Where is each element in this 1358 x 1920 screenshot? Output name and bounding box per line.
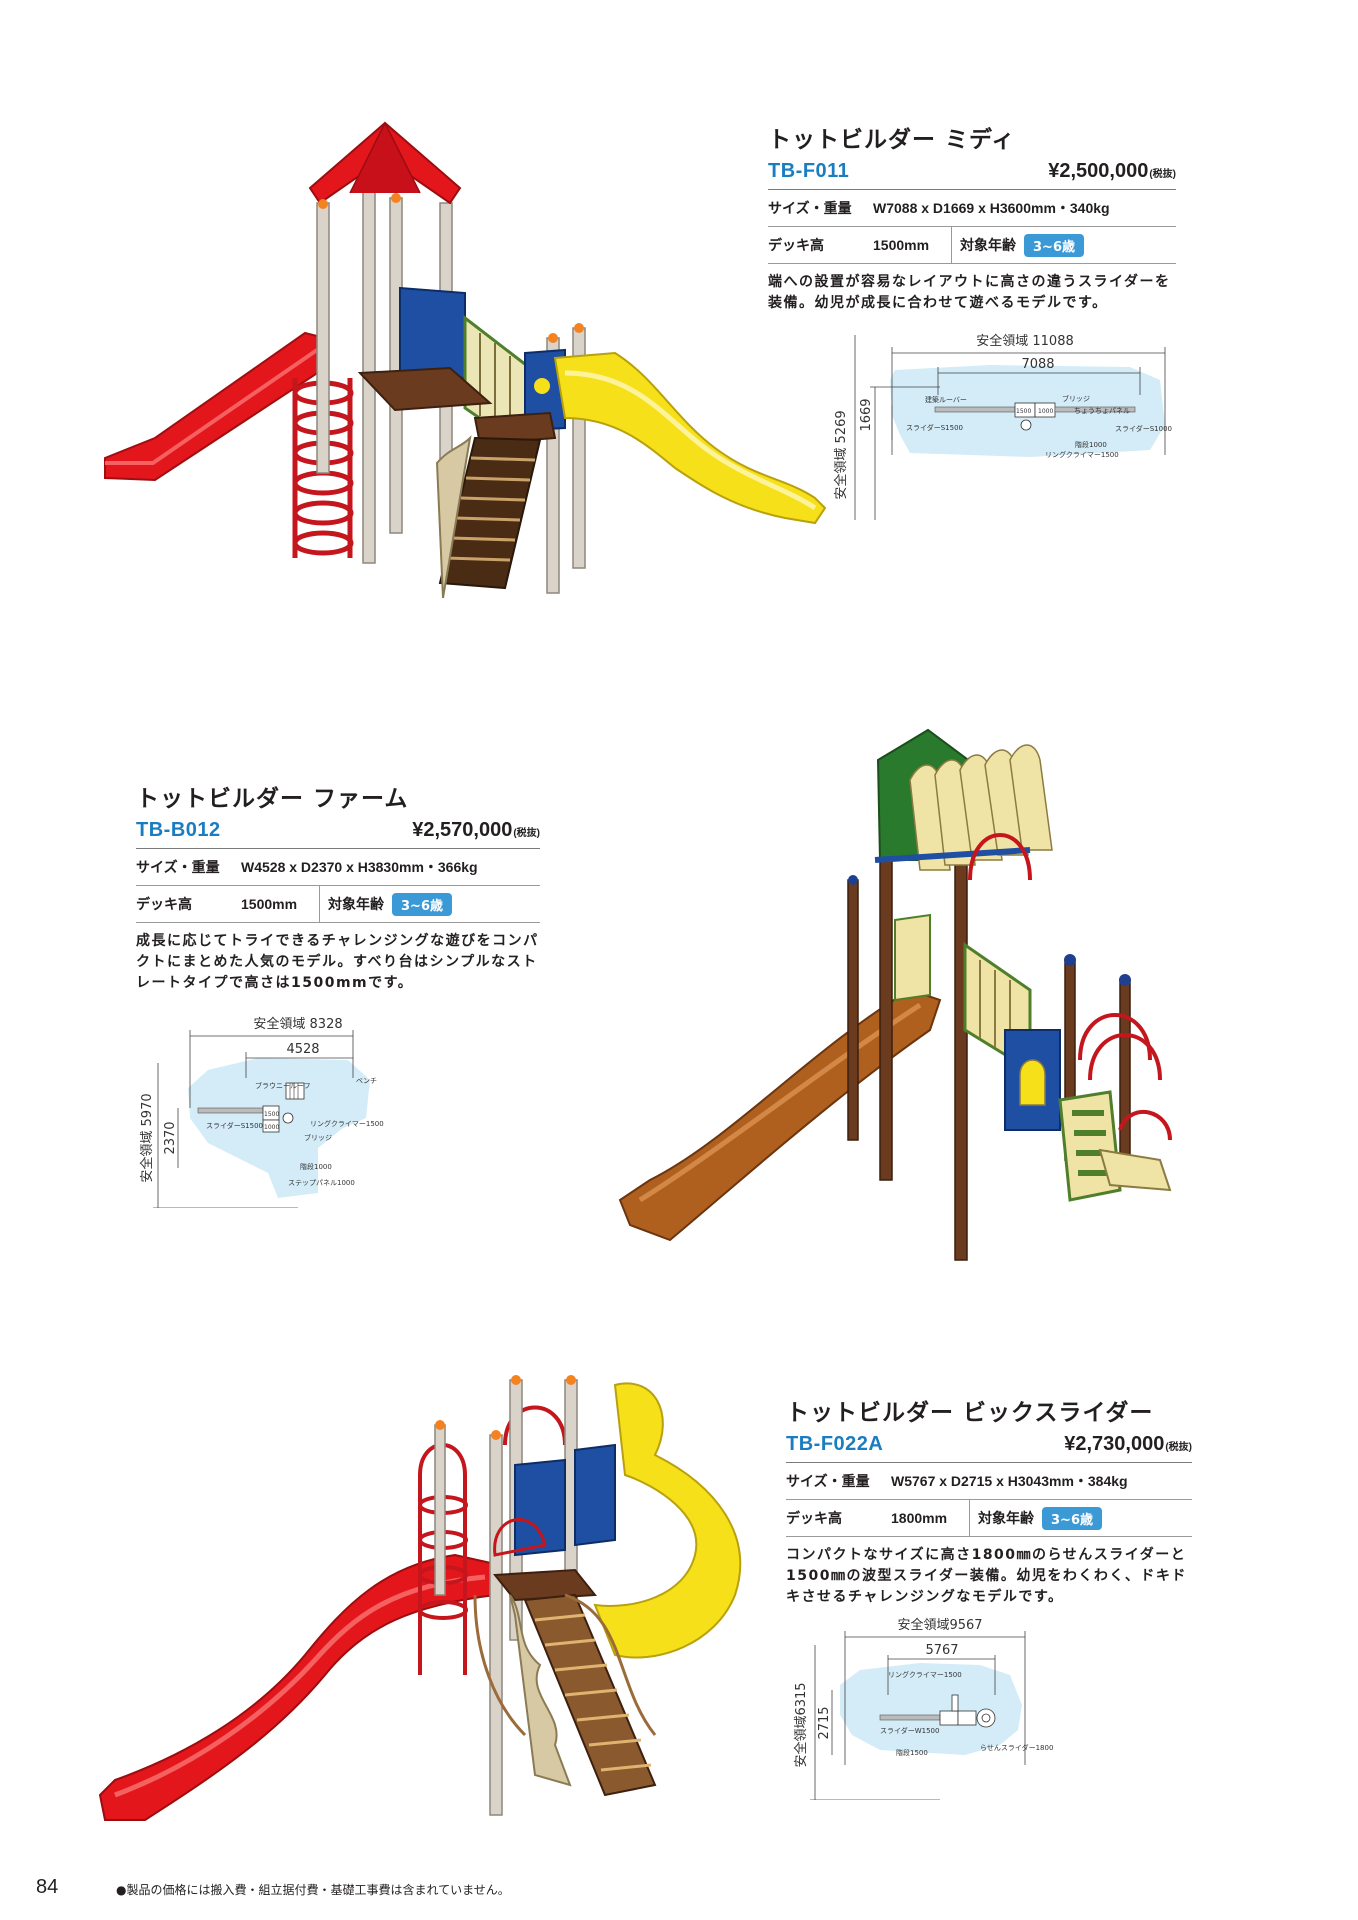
spec-deck-row: デッキ高 1500mm 対象年齢 3~6歳 (136, 886, 540, 923)
product-midi: トットビルダー ミディ TB-F011 ¥2,500,000(税抜) サイズ・重… (768, 120, 1176, 314)
size-label: サイズ・重量 (136, 860, 220, 876)
tax-note: (税抜) (1149, 169, 1176, 180)
age-badge: 3~6歳 (1024, 233, 1084, 257)
product-title: トットビルダー ミディ (768, 127, 1016, 153)
size-value: W5767 x D2715 x H3043mm・384kg (891, 1473, 1128, 1489)
tax-note: (税抜) (1165, 1442, 1192, 1453)
product-code: TB-B012 (136, 819, 221, 841)
product-farm: トットビルダー ファーム TB-B012 ¥2,570,000(税抜) サイズ・… (136, 779, 540, 994)
product-description: 端への設置が容易なレイアウトに高さの違うスライダーを装備。幼児が成長に合わせて遊… (768, 274, 1171, 311)
diagram-safety-depth: 安全領域 5970 (139, 1093, 155, 1182)
spec-size-row: サイズ・重量 W4528 x D2370 x H3830mm・366kg (136, 849, 540, 886)
diagram-label: スライダーS1500 (906, 423, 963, 432)
size-value: W4528 x D2370 x H3830mm・366kg (241, 859, 478, 875)
product-image-bigslider (98, 1375, 742, 1821)
diagram-label: スライダーS1000 (1115, 424, 1172, 433)
product-title: トットビルダー ビックスライダー (786, 1400, 1154, 1426)
diagram-label: リングクライマー1500 (888, 1670, 962, 1679)
diagram-width: 7088 (1021, 357, 1054, 372)
layout-diagram-midi: 安全領域 11088 7088 安全領域 5269 1669 建築ルーバー ブリ… (833, 333, 1172, 520)
diagram-label: スライダーW1500 (880, 1726, 939, 1735)
diagram-safety-depth: 安全領域6315 (793, 1682, 809, 1767)
diagram-depth: 2715 (817, 1706, 832, 1739)
diagram-label: スライダーS1500 (206, 1121, 263, 1130)
deck-value: 1800mm (891, 1500, 970, 1536)
product-title: トットビルダー ファーム (136, 786, 409, 812)
diagram-width: 5767 (925, 1643, 958, 1658)
age-label: 対象年齢 (328, 897, 384, 913)
deck-mark: 1500 (1016, 408, 1031, 415)
product-price: ¥2,570,000(税抜) (412, 819, 540, 841)
deck-mark: 1000 (264, 1124, 279, 1131)
diagram-label: ベンチ (356, 1077, 377, 1085)
spec-deck-row: デッキ高 1500mm 対象年齢 3~6歳 (768, 227, 1176, 264)
age-badge: 3~6歳 (392, 892, 452, 916)
footer-note: ●製品の価格には搬入費・組立据付費・基礎工事費は含まれていません。 (116, 1883, 510, 1897)
age-label: 対象年齢 (960, 238, 1016, 254)
diagram-label: リングクライマー1500 (1045, 450, 1119, 459)
product-description: 成長に応じてトライできるチャレンジングな遊びをコンパクトにまとめた人気のモデル。… (136, 933, 539, 991)
deck-label: デッキ高 (786, 1511, 842, 1527)
diagram-safety-depth: 安全領域 5269 (833, 410, 849, 499)
size-value: W7088 x D1669 x H3600mm・340kg (873, 200, 1110, 216)
product-description: コンパクトなサイズに高さ1800㎜のらせんスライダーと1500㎜の波型スライダー… (786, 1547, 1187, 1605)
product-image-farm (618, 728, 1172, 1261)
diagram-label: らせんスライダー1800 (980, 1743, 1053, 1752)
age-badge: 3~6歳 (1042, 1506, 1102, 1530)
diagram-label: 階段1500 (896, 1748, 928, 1757)
diagram-label: リングクライマー1500 (310, 1119, 384, 1128)
deck-value: 1500mm (241, 886, 320, 922)
diagram-safety-width: 安全領域 8328 (253, 1016, 342, 1032)
size-label: サイズ・重量 (768, 201, 852, 217)
diagram-width: 4528 (286, 1042, 319, 1057)
spec-size-row: サイズ・重量 W7088 x D1669 x H3600mm・340kg (768, 190, 1176, 227)
layout-diagram-farm: 安全領域 8328 4528 安全領域 5970 2370 ベンチ ブラウニール… (139, 1016, 384, 1208)
product-price: ¥2,500,000(税抜) (1048, 160, 1176, 182)
diagram-depth: 1669 (859, 398, 874, 431)
product-image-midi (104, 121, 827, 599)
deck-mark: 1000 (1038, 408, 1053, 415)
product-bigslider: トットビルダー ビックスライダー TB-F022A ¥2,730,000(税抜)… (786, 1393, 1192, 1608)
diagram-label: ブリッジ (304, 1133, 332, 1142)
product-price: ¥2,730,000(税抜) (1064, 1433, 1192, 1455)
page-number: 84 (36, 1876, 59, 1898)
product-code: TB-F022A (786, 1433, 884, 1455)
diagram-safety-width: 安全領域 11088 (976, 333, 1074, 349)
deck-value: 1500mm (873, 227, 952, 263)
diagram-label: ステップパネル1000 (288, 1179, 355, 1187)
diagram-label: ブリッジ (1062, 394, 1090, 403)
diagram-label: 階段1000 (1075, 440, 1107, 449)
diagram-label: 建築ルーバー (925, 395, 967, 404)
product-code: TB-F011 (768, 160, 850, 182)
deck-label: デッキ高 (768, 238, 824, 254)
spec-size-row: サイズ・重量 W5767 x D2715 x H3043mm・384kg (786, 1463, 1192, 1500)
diagram-label: ちょうちょパネル (1074, 407, 1130, 415)
deck-label: デッキ高 (136, 897, 192, 913)
size-label: サイズ・重量 (786, 1474, 870, 1490)
tax-note: (税抜) (513, 828, 540, 839)
diagram-label: 階段1000 (300, 1162, 332, 1171)
deck-mark: 1500 (264, 1111, 279, 1118)
diagram-safety-width: 安全領域9567 (897, 1617, 982, 1633)
spec-deck-row: デッキ高 1800mm 対象年齢 3~6歳 (786, 1500, 1192, 1537)
diagram-depth: 2370 (163, 1121, 178, 1154)
layout-diagram-bigslider: 安全領域9567 5767 安全領域6315 2715 リングクライマー1500… (793, 1617, 1053, 1800)
age-label: 対象年齢 (978, 1511, 1034, 1527)
diagram-label: ブラウニールーフ (255, 1081, 311, 1090)
